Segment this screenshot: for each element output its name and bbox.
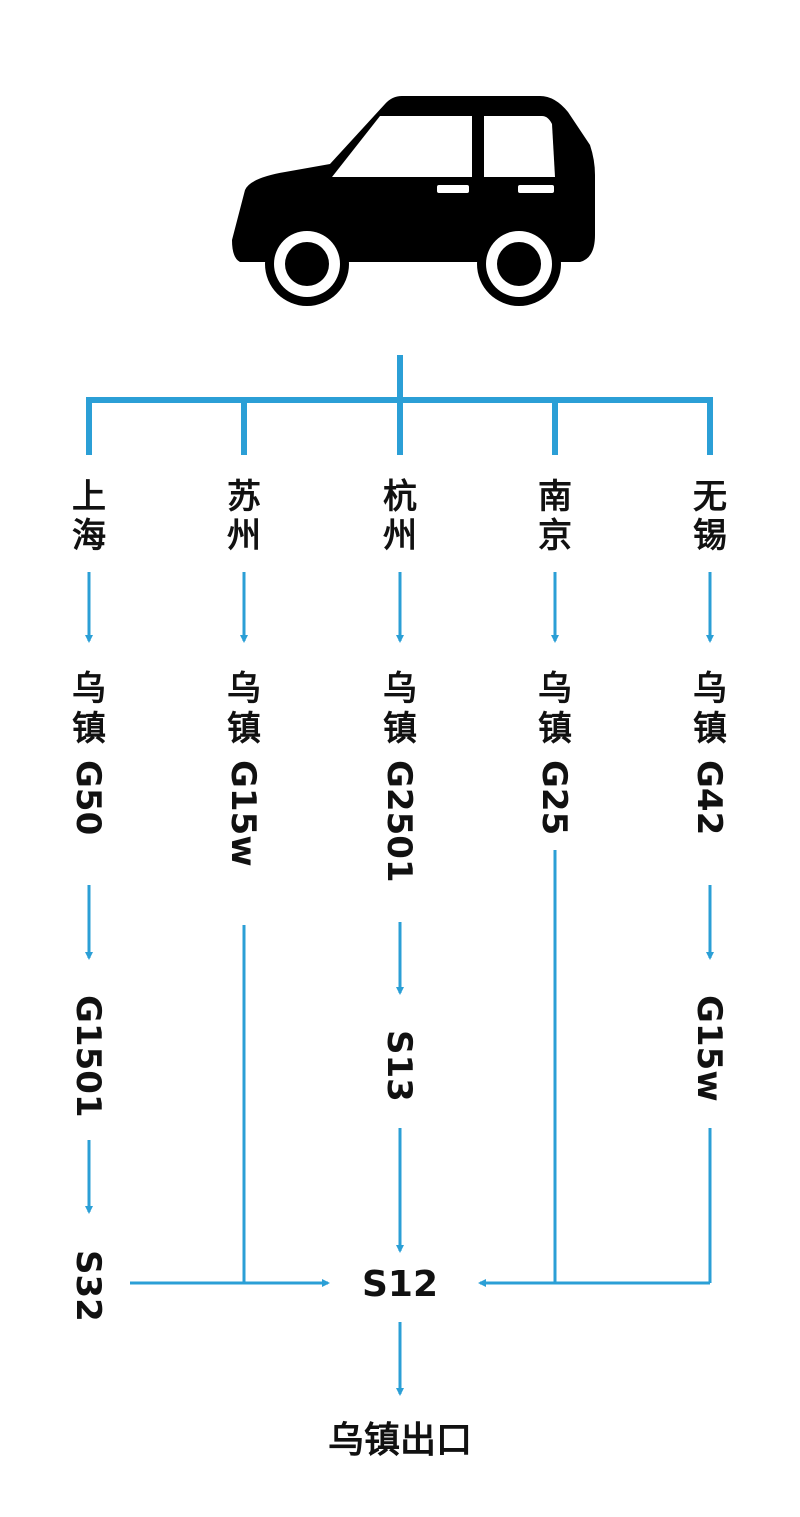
stop-label-shanghai-3: S32 bbox=[68, 1250, 108, 1322]
tree-connector bbox=[86, 355, 713, 455]
stop-label-wuxi-1: 乌 镇 G42 bbox=[689, 669, 729, 835]
svg-text:乌: 乌 bbox=[693, 669, 727, 709]
svg-text:乌: 乌 bbox=[538, 669, 572, 709]
svg-text:乌: 乌 bbox=[72, 669, 106, 709]
svg-text:南: 南 bbox=[538, 477, 572, 517]
city-label-wuxi: 无 锡 bbox=[693, 477, 727, 556]
svg-text:G15w: G15w bbox=[223, 760, 263, 867]
svg-text:镇: 镇 bbox=[383, 709, 417, 749]
svg-text:镇: 镇 bbox=[693, 709, 727, 749]
stop-label-hangzhou-1: 乌 镇 G2501 bbox=[379, 669, 419, 883]
svg-text:京: 京 bbox=[538, 516, 572, 556]
svg-text:G50: G50 bbox=[68, 760, 108, 835]
svg-text:镇: 镇 bbox=[538, 709, 572, 749]
stop-label-suzhou-1: 乌 镇 G15w bbox=[223, 669, 263, 867]
stop-label-wuxi-2: G15w bbox=[689, 995, 729, 1102]
svg-text:锡: 锡 bbox=[693, 516, 727, 556]
svg-text:镇: 镇 bbox=[227, 709, 261, 749]
svg-text:G42: G42 bbox=[689, 760, 729, 835]
city-label-shanghai: 上 海 bbox=[72, 477, 106, 556]
svg-text:上: 上 bbox=[72, 477, 106, 517]
svg-text:无: 无 bbox=[693, 477, 727, 517]
stop-label-nanjing-1: 乌 镇 G25 bbox=[534, 669, 574, 835]
exit-label: 乌镇出口 bbox=[328, 1420, 472, 1461]
svg-text:乌: 乌 bbox=[227, 669, 261, 709]
svg-text:州: 州 bbox=[383, 516, 417, 556]
stop-label-shanghai-2: G1501 bbox=[68, 995, 108, 1118]
svg-text:乌: 乌 bbox=[383, 669, 417, 709]
car-icon bbox=[232, 96, 595, 306]
svg-text:G2501: G2501 bbox=[379, 760, 419, 883]
stop-label-hangzhou-2: S13 bbox=[379, 1030, 419, 1102]
stop-label-shanghai-1: 乌 镇 G50 bbox=[68, 669, 108, 835]
merge-lines bbox=[130, 850, 712, 1287]
city-label-nanjing: 南 京 bbox=[538, 477, 572, 556]
svg-text:镇: 镇 bbox=[72, 709, 106, 749]
arrows-to-wuzhen bbox=[85, 572, 714, 643]
svg-text:海: 海 bbox=[72, 516, 106, 556]
svg-text:州: 州 bbox=[227, 516, 261, 556]
city-label-hangzhou: 杭 州 bbox=[383, 477, 417, 556]
svg-text:苏: 苏 bbox=[227, 477, 261, 517]
svg-text:G25: G25 bbox=[534, 760, 574, 835]
city-label-suzhou: 苏 州 bbox=[227, 477, 261, 556]
svg-text:杭: 杭 bbox=[383, 477, 417, 517]
junction-label: S12 bbox=[362, 1264, 438, 1305]
